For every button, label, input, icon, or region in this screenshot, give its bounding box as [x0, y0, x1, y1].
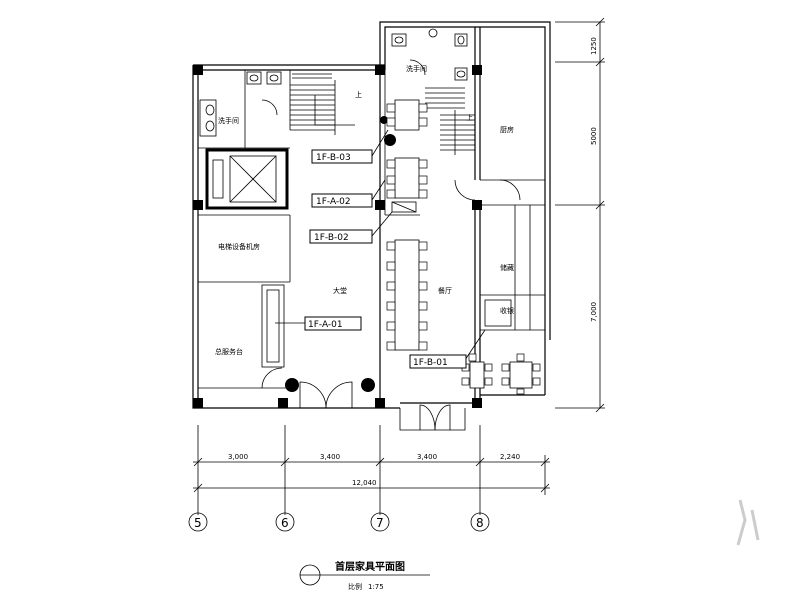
room-label-elevator-room: 电梯设备机房	[218, 242, 260, 251]
tag-1f-b-01: 1F-B-01	[409, 329, 486, 369]
room-label-dining: 餐厅	[438, 286, 452, 295]
dining-tables-column-a	[386, 99, 428, 351]
axis-label-7: 7	[376, 516, 384, 530]
tag-1f-b-02: 1F-B-02	[309, 211, 393, 244]
dimension-lines-right	[555, 17, 605, 413]
stair-up-mark-2: 上	[466, 113, 473, 122]
svg-text:1F-A-02: 1F-A-02	[316, 197, 351, 207]
tag-1f-a-02: 1F-A-02	[311, 179, 386, 208]
room-label-reception: 总服务台	[215, 347, 243, 356]
dim-bottom-3: 3,400	[417, 453, 437, 461]
axis-label-8: 8	[476, 516, 484, 530]
room-label-kitchen: 厨房	[500, 125, 514, 134]
axis-label-5: 5	[194, 516, 202, 530]
outer-walls	[192, 21, 551, 409]
room-label-lobby: 大堂	[333, 286, 347, 295]
tag-1f-b-03: 1F-B-03	[311, 129, 389, 164]
room-label-toilet-right: 洗手间	[406, 64, 427, 73]
toilet-fixtures	[199, 28, 468, 137]
reception-counter	[261, 284, 285, 368]
dim-right-1: 1250	[590, 37, 598, 55]
drawing-title: 首层家具平面图	[335, 560, 405, 573]
svg-text:1F-A-01: 1F-A-01	[308, 320, 343, 330]
entrance-doors	[261, 179, 521, 431]
svg-text:1F-B-03: 1F-B-03	[316, 153, 351, 163]
scale-label: 比例	[348, 582, 362, 591]
structural-columns	[193, 65, 482, 408]
plants	[285, 116, 396, 392]
title-block	[299, 564, 430, 586]
dining-tables-column-b	[461, 299, 541, 395]
dim-bottom-1: 3,000	[228, 453, 248, 461]
elevator-shaft	[205, 148, 289, 210]
tag-1f-a-01: 1F-A-01	[275, 316, 362, 331]
dim-bottom-2: 3,400	[320, 453, 340, 461]
stair-up-mark-1: 上	[355, 90, 362, 99]
svg-text:1F-B-01: 1F-B-01	[413, 358, 448, 368]
axis-label-6: 6	[281, 516, 289, 530]
kitchen-staircase	[425, 87, 475, 155]
room-label-toilet-left: 洗手间	[218, 116, 239, 125]
dim-bottom-4: 2,240	[500, 453, 520, 461]
dim-total: 12,040	[352, 479, 377, 487]
svg-text:1F-B-02: 1F-B-02	[314, 233, 349, 243]
dimension-lines-bottom	[193, 425, 550, 515]
scale-value: 1:75	[368, 583, 384, 591]
dim-right-2: 5000	[590, 127, 598, 145]
room-label-cashier: 收银	[500, 306, 514, 315]
axis-bubbles	[188, 512, 490, 532]
dim-right-3: 7,000	[590, 302, 598, 322]
room-label-store: 储藏	[500, 263, 514, 272]
main-staircase	[290, 73, 355, 135]
watermark-logo	[736, 499, 760, 546]
